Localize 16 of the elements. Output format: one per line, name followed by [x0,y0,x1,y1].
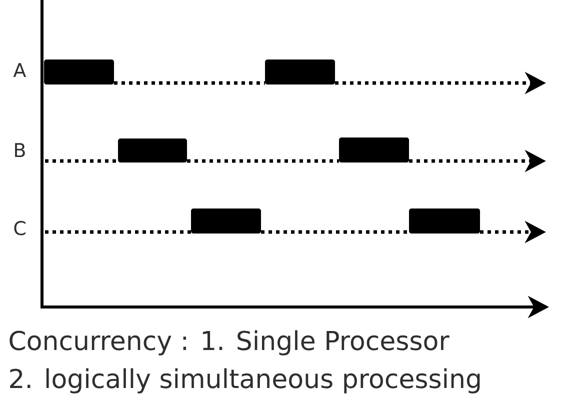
task-bar [339,138,409,162]
dotted-line [45,159,118,163]
task-bar [265,60,335,84]
task-bar [191,208,261,234]
dotted-line [261,230,409,234]
task-bar [118,138,187,162]
dotted-line [114,81,265,85]
task-bar [409,208,480,234]
caption-text: 2. logically simultaneous processing [10,368,480,394]
task-bar [44,60,114,84]
row-label: B [15,143,25,157]
dotted-line [45,230,191,234]
caption-text: Concurrency : 1. Single Processor [10,330,450,356]
row-label: A [13,63,26,77]
dotted-line [187,159,339,163]
row-label: C [14,220,26,236]
